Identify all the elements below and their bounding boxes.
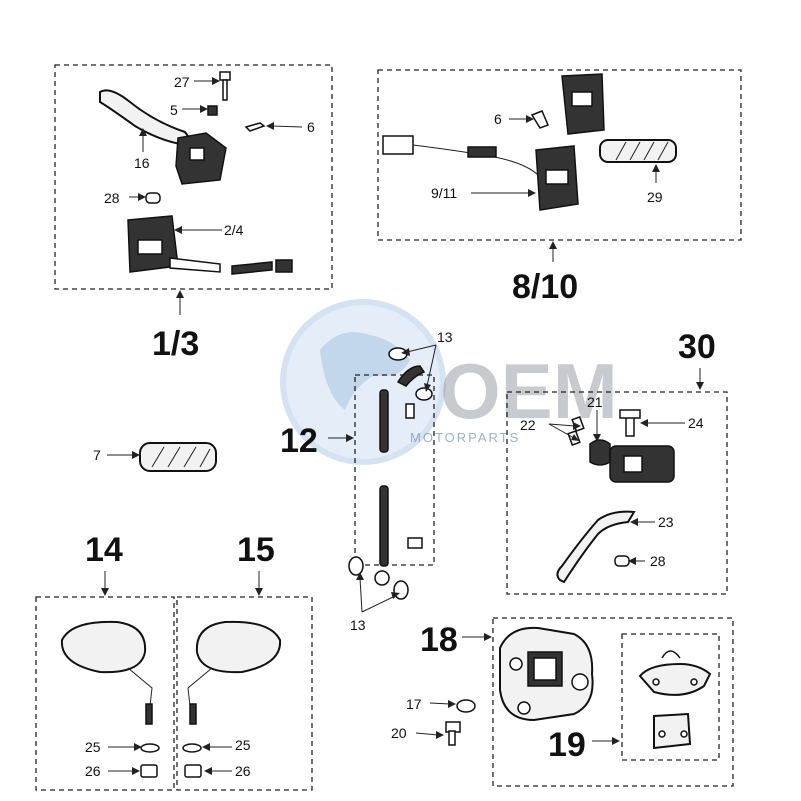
part-screw-6b — [530, 110, 549, 129]
group-box-8-10 — [377, 69, 742, 241]
callout-9-11: 9/11 — [431, 185, 457, 201]
callout-2-4: 2/4 — [224, 222, 244, 238]
part-brake-pads-19 — [638, 650, 712, 750]
group-label-14: 14 — [85, 531, 123, 569]
callout-23: 23 — [658, 514, 674, 530]
callout-29: 29 — [647, 189, 663, 205]
part-spring-28b — [614, 555, 630, 567]
callout-28a: 28 — [104, 190, 120, 206]
callout-13a: 13 — [437, 329, 453, 345]
part-screw-27 — [219, 71, 231, 101]
group-box-18 — [492, 617, 734, 787]
callout-17: 17 — [406, 696, 422, 712]
callout-25b: 25 — [235, 737, 251, 753]
part-lever-bracket — [175, 132, 227, 185]
callout-6a: 6 — [307, 119, 315, 135]
group-box-30 — [506, 391, 728, 595]
group-box-12 — [354, 374, 435, 566]
part-brake-caliper-18 — [445, 626, 594, 746]
group-box-14 — [35, 596, 175, 791]
group-label-18: 18 — [420, 621, 458, 659]
callout-26b: 26 — [235, 763, 251, 779]
callout-25a: 25 — [85, 739, 101, 755]
group-label-12: 12 — [280, 422, 318, 460]
group-label-8-10: 8/10 — [512, 268, 578, 306]
group-label-1-3: 1/3 — [152, 325, 199, 363]
part-mirror-right-15 — [182, 620, 282, 778]
group-label-30: 30 — [678, 328, 716, 366]
group-box-15 — [176, 596, 313, 791]
part-switch-housing-top — [561, 73, 605, 135]
group-label-19: 19 — [548, 726, 586, 764]
callout-20: 20 — [391, 725, 407, 741]
part-spring-28a — [145, 192, 161, 204]
callout-28b: 28 — [650, 553, 666, 569]
watermark-brand: OEM — [440, 347, 618, 435]
part-grip-7 — [139, 442, 217, 472]
callout-16: 16 — [134, 155, 150, 171]
part-wiring-9-11 — [382, 135, 579, 211]
callout-21: 21 — [587, 394, 603, 410]
part-brake-lever-23 — [556, 510, 636, 584]
callout-7: 7 — [93, 447, 101, 463]
part-mirror-left-14 — [60, 620, 160, 778]
group-box-19 — [621, 633, 720, 761]
callout-22: 22 — [520, 417, 536, 433]
watermark-sub: MOTORPARTS — [410, 430, 520, 445]
part-screw-6a — [244, 122, 266, 132]
part-grip-29 — [599, 139, 677, 163]
leader-lines — [101, 77, 704, 775]
group-label-15: 15 — [237, 531, 275, 569]
callout-6b: 6 — [494, 111, 502, 127]
watermark: OEM MOTORPARTS — [280, 299, 618, 465]
callout-13b: 13 — [350, 617, 366, 633]
part-nut-5 — [207, 105, 218, 116]
callout-26a: 26 — [85, 763, 101, 779]
part-switch-2-4 — [127, 215, 293, 275]
group-box-1-3 — [54, 64, 333, 290]
callout-5: 5 — [170, 102, 178, 118]
callout-24: 24 — [688, 415, 704, 431]
callout-27: 27 — [174, 74, 190, 90]
part-brake-hose-12 — [348, 347, 433, 600]
